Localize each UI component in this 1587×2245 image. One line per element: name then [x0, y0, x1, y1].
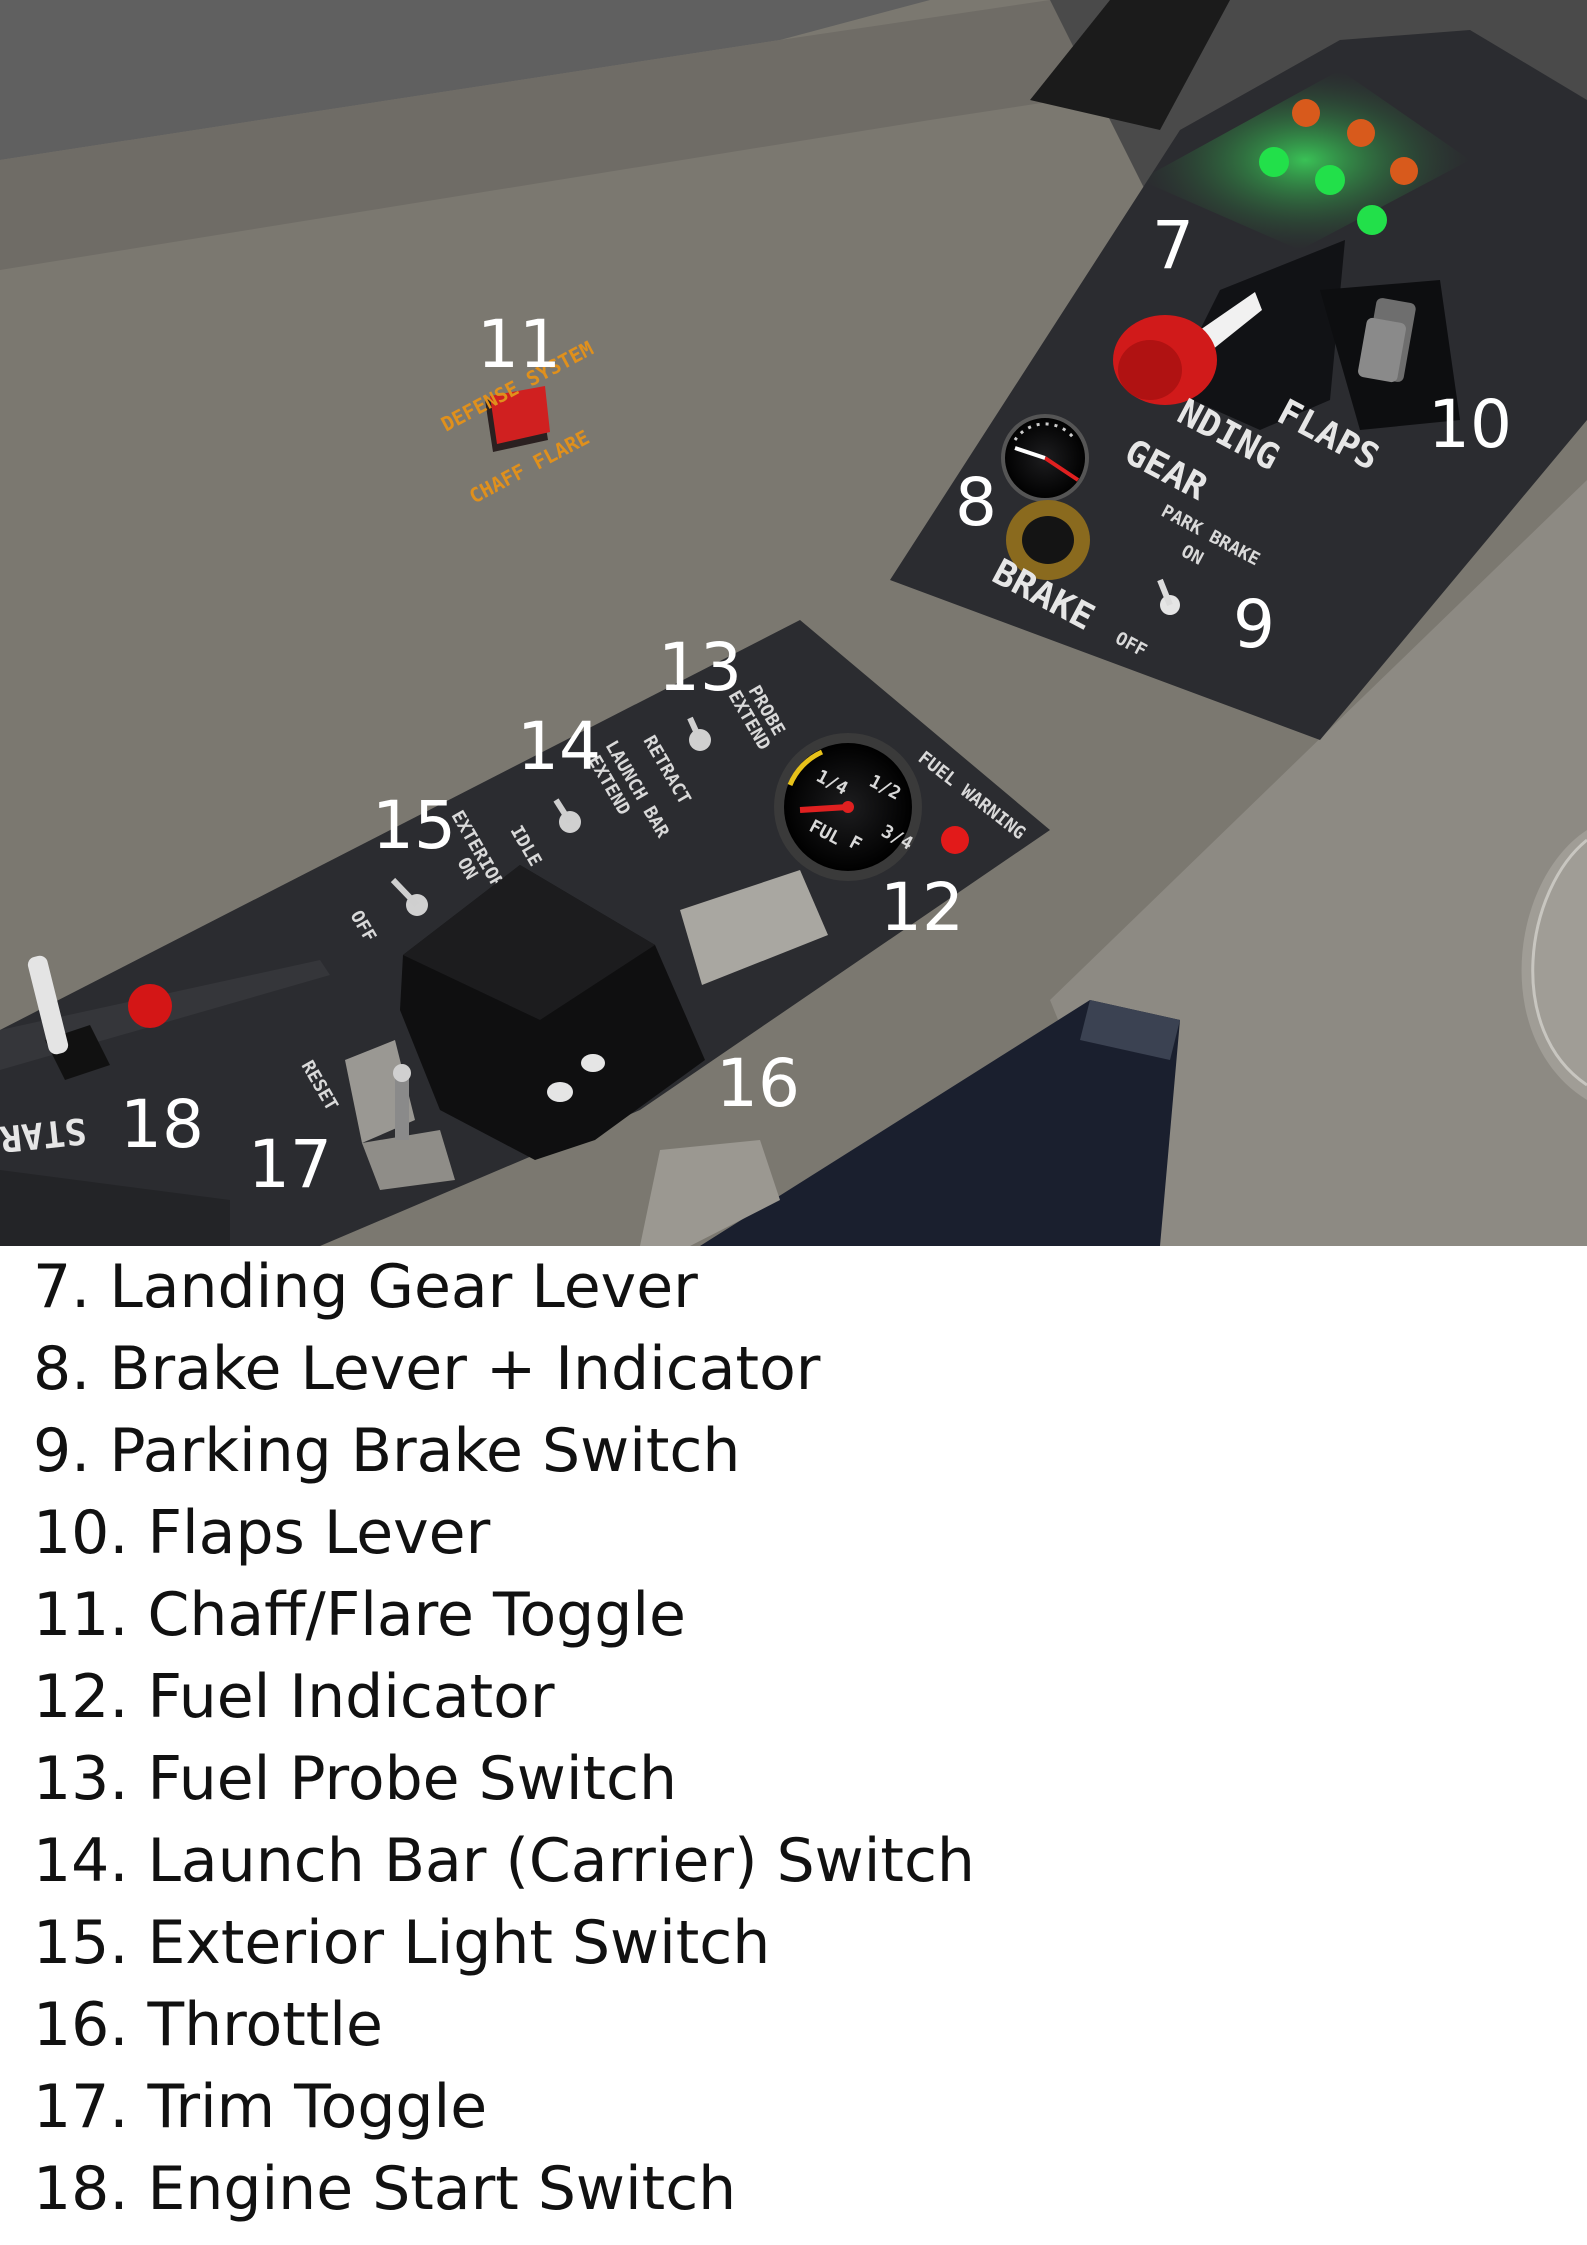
callout-13: 13	[658, 629, 742, 706]
legend-item: 16. Throttle	[33, 1990, 383, 2060]
fuel-probe-switch[interactable]	[687, 716, 711, 751]
engine-start-switch[interactable]	[26, 954, 110, 1080]
legend-item: 11. Chaff/Flare Toggle	[33, 1580, 686, 1650]
legend-item: 8. Brake Lever + Indicator	[33, 1334, 821, 1404]
legend-item: 15. Exterior Light Switch	[33, 1908, 771, 1978]
legend-item: 18. Engine Start Switch	[33, 2154, 737, 2224]
cockpit-scene: NDING GEAR FLAPS BRAKE PARK BRAKE ON OFF…	[0, 0, 1587, 1246]
gear-light-orange-2	[1347, 119, 1375, 147]
callout-8: 8	[955, 464, 997, 541]
legend-list: 7. Landing Gear Lever 8. Brake Lever + I…	[33, 1246, 1533, 2230]
chaff-flare-toggle[interactable]	[485, 386, 550, 452]
brake-lever[interactable]	[1006, 500, 1090, 580]
callout-18: 18	[120, 1086, 204, 1163]
callout-9: 9	[1233, 586, 1275, 663]
parking-brake-switch[interactable]	[1157, 578, 1180, 615]
fuel-warning-light	[941, 826, 969, 854]
gear-light-orange-1	[1292, 99, 1320, 127]
gear-indicator-lights	[1259, 99, 1418, 235]
gear-light-green-2	[1315, 165, 1345, 195]
launch-bar-switch[interactable]	[553, 798, 581, 833]
callout-10: 10	[1428, 386, 1512, 463]
legend-item: 10. Flaps Lever	[33, 1498, 491, 1568]
engine-start-light	[128, 984, 172, 1028]
legend-item: 17. Trim Toggle	[33, 2072, 488, 2142]
callout-12: 12	[880, 869, 964, 946]
callout-17: 17	[248, 1126, 332, 1203]
gear-light-green-3	[1357, 205, 1387, 235]
legend-item: 9. Parking Brake Switch	[33, 1416, 741, 1486]
landing-gear-lever[interactable]	[1113, 292, 1262, 405]
gear-light-green-1	[1259, 147, 1289, 177]
throttle[interactable]	[400, 865, 705, 1160]
callout-7: 7	[1152, 207, 1194, 284]
brake-indicator-gauge	[1001, 414, 1089, 502]
exterior-light-switch[interactable]	[390, 877, 428, 916]
callout-14: 14	[517, 708, 601, 785]
fuel-indicator-gauge: 1/4 1/2 3/4 F FUL	[774, 733, 922, 881]
legend-item: 13. Fuel Probe Switch	[33, 1744, 678, 1814]
gear-light-orange-3	[1390, 157, 1418, 185]
trim-toggle[interactable]	[345, 1040, 455, 1190]
callout-16: 16	[716, 1045, 800, 1122]
flaps-lever[interactable]	[1357, 317, 1407, 383]
callout-15: 15	[372, 787, 456, 864]
legend-item: 7. Landing Gear Lever	[33, 1252, 698, 1322]
callout-11: 11	[477, 306, 561, 383]
legend-item: 14. Launch Bar (Carrier) Switch	[33, 1826, 975, 1896]
legend-item: 12. Fuel Indicator	[33, 1662, 555, 1732]
